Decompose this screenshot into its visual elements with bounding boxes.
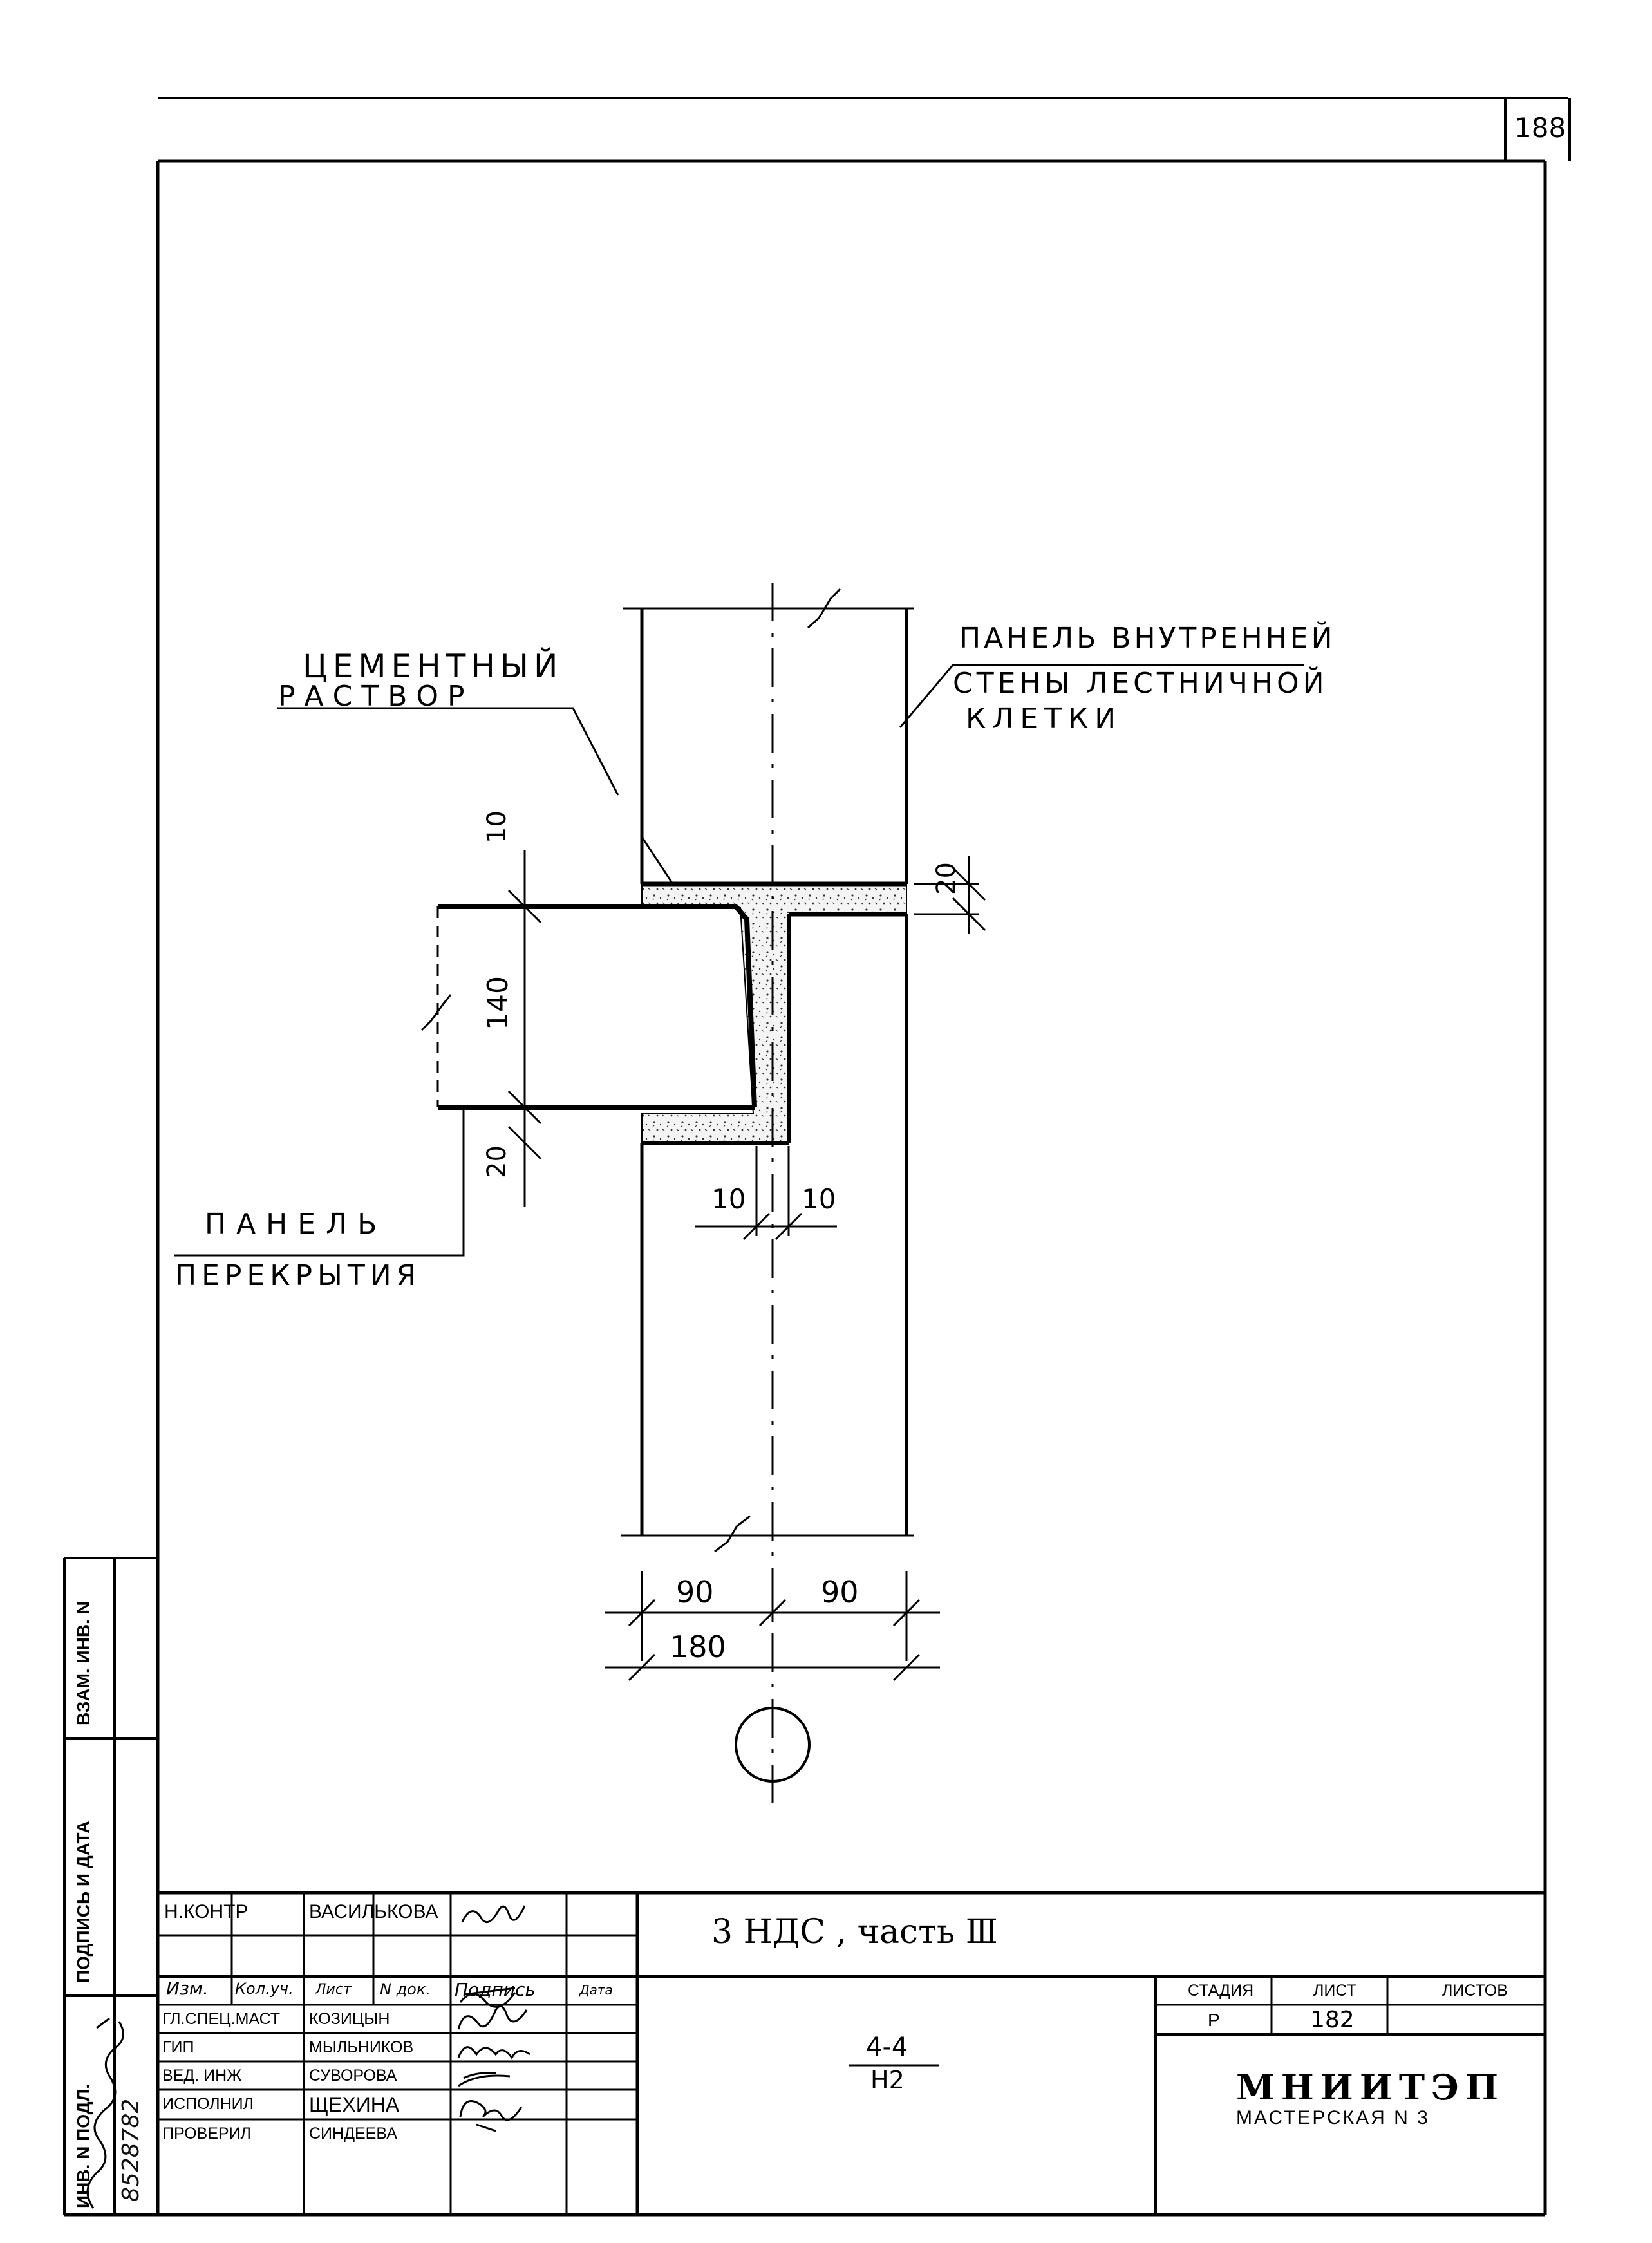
side-handwritten-inv: 8528782: [118, 2098, 144, 2202]
header-change: Изм.: [166, 1978, 209, 1999]
header-doc-no: N док.: [380, 1980, 431, 1998]
cement-mortar-fill: [641, 883, 907, 1143]
person-role-2: ГИП: [162, 2038, 194, 2056]
dim-bottom-gap: 20: [482, 1145, 512, 1178]
sheet-value: 182: [1310, 2007, 1355, 2033]
label-cement-mortar-line2: РАСТВОР: [278, 680, 474, 713]
sheet-label: ЛИСТ: [1313, 1982, 1356, 2000]
detail-ref-top: 4-4: [866, 2032, 908, 2062]
title-block-grid: [158, 1891, 1545, 2215]
detail-ref-divider: [849, 2064, 939, 2067]
detail-ref-bottom: H2: [870, 2066, 905, 2094]
wall-panel-upper: [623, 607, 914, 887]
label-cement-mortar-line1: ЦЕМЕНТНЫЙ: [303, 648, 563, 685]
axis-marker: [735, 1707, 811, 1783]
side-signature-date: ПОДПИСЬ И ДАТА: [73, 1820, 93, 1983]
org-name: МНИИТЭП: [1236, 2067, 1505, 2108]
dim-wall-gap: 20: [932, 862, 961, 895]
label-floor-panel-line1: ПАНЕЛЬ: [205, 1208, 388, 1241]
stage-label: СТАДИЯ: [1188, 1982, 1254, 2000]
sheet-corner-number: 188: [1514, 112, 1566, 144]
header-signature: Подпись: [455, 1979, 536, 2000]
sheets-label: ЛИСТОВ: [1442, 1982, 1508, 2000]
person-role-3: ВЕД. ИНЖ: [162, 2067, 242, 2085]
person-role-1: ГЛ.СПЕЦ.МАСТ: [162, 2010, 281, 2028]
wall-panel-lower: [621, 912, 914, 1537]
person-name-1: КОЗИЦЫН: [309, 2010, 390, 2028]
person-name-5: СИНДЕЕВА: [309, 2125, 397, 2143]
sheet-frame: [64, 97, 1571, 2217]
side-inv-no-orig: ИНВ. N ПОДЛ.: [73, 2083, 93, 2208]
person-name-4: ЩЕХИНА: [309, 2093, 400, 2116]
side-handwritten-mark: [86, 2017, 124, 2209]
norm-control-role: Н.КОНТР: [164, 1901, 249, 1922]
dim-left-offset: 10: [711, 1183, 746, 1215]
label-wall-panel-line2: СТЕНЫ ЛЕСТНИЧНОЙ: [953, 667, 1328, 700]
dim-right-offset: 10: [802, 1183, 836, 1215]
dim-wall-width: 180: [670, 1629, 726, 1664]
break-lines: [420, 588, 841, 1553]
header-qty: Кол.уч.: [235, 1980, 294, 1998]
header-date: Дата: [579, 1982, 613, 1998]
dim-slab-thickness: 140: [482, 976, 514, 1030]
org-unit: МАСТЕРСКАЯ N 3: [1236, 2107, 1430, 2128]
person-role-5: ПРОВЕРИЛ: [162, 2125, 251, 2143]
dim-top-gap: 10: [482, 811, 512, 843]
dim-half-right: 90: [821, 1575, 859, 1610]
leader-lines: [174, 664, 1304, 1257]
dim-half-left: 90: [676, 1575, 714, 1610]
side-replaced-inv: ВЗАМ. ИНВ. N: [73, 1601, 93, 1725]
project-title: 3 НДС , часть Ⅲ: [711, 1913, 998, 1951]
side-stamp-grid: [63, 1557, 158, 2215]
label-floor-panel-line2: ПЕРЕКРЫТИЯ: [175, 1259, 422, 1292]
person-name-2: МЫЛЬНИКОВ: [309, 2038, 414, 2056]
floor-slab-panel: [438, 904, 757, 1110]
label-wall-panel-line1: ПАНЕЛЬ ВНУТРЕННЕЙ: [959, 622, 1336, 655]
person-role-4: ИСПОЛНИЛ: [162, 2095, 254, 2113]
stage-value: Р: [1208, 2010, 1220, 2030]
label-wall-panel-line3: КЛЕТКИ: [966, 702, 1123, 735]
header-sheet: Лист: [315, 1982, 352, 1998]
dimension-lines: [496, 850, 986, 1682]
norm-control-name: ВАСИЛЬКОВА: [309, 1901, 438, 1922]
person-name-3: СУВОРОВА: [309, 2067, 397, 2085]
signatures: [457, 1905, 530, 2132]
